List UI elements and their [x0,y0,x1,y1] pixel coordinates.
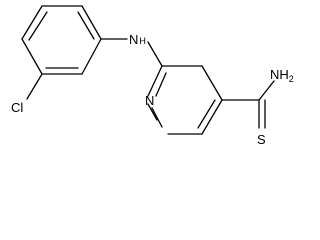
bond [201,99,223,135]
pyridine-ring [147,65,223,135]
bond [258,80,275,101]
atom-label-cl: Cl [11,100,23,115]
double-bond-inner [151,107,163,128]
double-bond-inner [155,72,167,97]
bond [26,73,43,100]
atom-label-pyridine-n: N [145,93,154,108]
bond [147,65,163,97]
bond [147,103,158,121]
atom-label-nh2: NH2 [270,67,294,84]
double-bond-inner [77,11,95,40]
atom-label-s: S [257,132,266,147]
bond [201,65,223,101]
double-bond-inner [197,99,216,129]
atom-label-nh: NH [129,32,146,47]
bond [81,5,102,40]
chlorophenyl-ring [21,5,102,75]
bond [21,38,43,75]
double-bond-inner [28,11,48,41]
bond [81,38,102,75]
structure-diagram: NH N Cl NH2 S [11,5,294,147]
bond [21,5,43,40]
bond [147,41,163,67]
